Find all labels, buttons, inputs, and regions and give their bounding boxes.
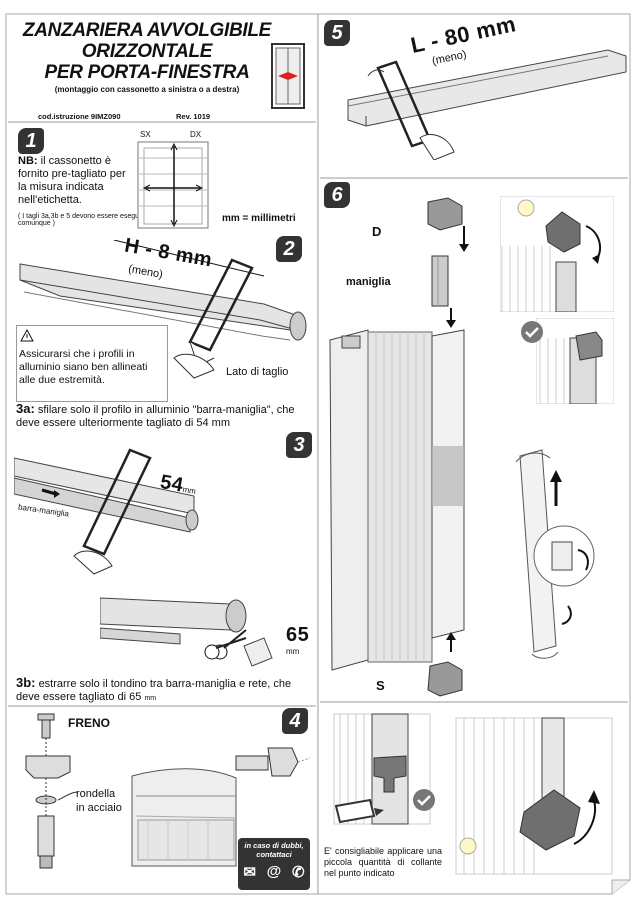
- step-3b-unit-inline: mm: [144, 695, 157, 702]
- nb-text: il cassonetto è fornito pre-tagliato per…: [18, 155, 126, 206]
- step-3a-desc: sfilare solo il profilo in alluminio "ba…: [16, 404, 295, 429]
- step-2-illustration: [19, 240, 307, 379]
- instruction-code: cod.istruzione 9IMZ090: [38, 112, 121, 121]
- step-3a-text: 3a: sfilare solo il profilo in alluminio…: [16, 402, 306, 430]
- step-3b-measure: 65 mm: [286, 624, 309, 656]
- label-sx: SX: [140, 130, 151, 139]
- phone-icon[interactable]: ✆: [292, 864, 305, 881]
- step-1-badge: 1: [18, 128, 44, 154]
- nb-label: NB:: [18, 155, 38, 167]
- revision: Rev. 1019: [176, 112, 210, 121]
- step-5-illustration: [347, 49, 627, 160]
- maniglia-label: maniglia: [346, 276, 391, 288]
- contact-line-1: in caso di dubbi,: [244, 841, 304, 850]
- contact-icons: ✉ @ ✆: [238, 863, 310, 881]
- step-3b-illustration: [100, 597, 247, 660]
- d-label: D: [372, 224, 382, 239]
- rev-value: 1019: [193, 112, 211, 121]
- brake-cap-illustration: [235, 747, 311, 777]
- cut-side-label: Lato di taglio: [226, 366, 289, 378]
- page-title: ZANZARIERA AVVOLGIBILE ORIZZONTALE PER P…: [12, 20, 282, 83]
- check-icon: [521, 321, 543, 343]
- acciaio-label: in acciaio: [76, 802, 122, 814]
- detail-top-right: [500, 196, 614, 312]
- label-dx: DX: [190, 130, 202, 139]
- door-frame-diagram: [137, 141, 209, 229]
- warning-icon: [20, 329, 34, 342]
- s-label: S: [376, 678, 385, 693]
- step-3a-unit: mm: [181, 484, 197, 497]
- page-subtitle: (montaggio con cassonetto a sinistra o a…: [54, 85, 240, 94]
- mail-icon[interactable]: ✉: [243, 864, 256, 881]
- brake-exploded-diagram: [25, 713, 79, 869]
- step-2-badge: 2: [276, 236, 302, 262]
- rondella-label: rondella: [76, 788, 116, 800]
- mm-note: mm = millimetri: [222, 213, 296, 224]
- step-5-badge: 5: [324, 20, 350, 46]
- contact-box[interactable]: in caso di dubbi, contattaci ✉ @ ✆: [238, 838, 310, 890]
- title-line-3: PER PORTA-FINESTRA: [44, 62, 250, 83]
- warning-text: Assicurarsi che i profili in alluminio s…: [19, 348, 148, 386]
- title-line-1: ZANZARIERA AVVOLGIBILE: [22, 20, 272, 41]
- step-3-badge: 3: [286, 432, 312, 458]
- detail-bar-rotation: [515, 449, 595, 659]
- roller-end-illustration: [131, 768, 237, 867]
- detail-glue: [333, 713, 431, 825]
- detail-check: [536, 318, 614, 404]
- rev-label: Rev.: [176, 112, 192, 121]
- title-line-2: ORIZZONTALE: [81, 41, 213, 62]
- step-3b-desc: estrarre solo il tondino tra barra-manig…: [16, 678, 292, 703]
- step-3b-value: 65: [286, 624, 310, 646]
- at-icon[interactable]: @: [266, 863, 282, 880]
- freno-label: FRENO: [68, 716, 110, 730]
- door-icon: [271, 43, 305, 109]
- step-3a-illustration: [14, 448, 199, 575]
- step-3a-label: 3a:: [16, 401, 35, 416]
- step-1-note: NB: il cassonetto è fornito pre-tagliato…: [18, 155, 136, 207]
- step-4-badge: 4: [282, 708, 308, 734]
- glue-note: E' consigliabile applicare una piccola q…: [324, 846, 442, 878]
- detail-bottom-right: [455, 717, 613, 875]
- step-3b-label: 3b:: [16, 675, 36, 690]
- contact-line-2: contattaci: [256, 850, 292, 859]
- step-6-main-diagram: [329, 197, 469, 697]
- warning-box: Assicurarsi che i profili in alluminio s…: [16, 325, 168, 402]
- check-icon-2: [413, 789, 435, 811]
- rod-piece: [243, 637, 273, 667]
- step-1-cut-note: ( I tagli 3a,3b e 5 devono essere esegui…: [18, 213, 145, 227]
- step-6-badge: 6: [324, 182, 350, 208]
- step-3b-text: 3b: estrarre solo il tondino tra barra-m…: [16, 676, 306, 705]
- step-3b-unit: mm: [286, 647, 300, 656]
